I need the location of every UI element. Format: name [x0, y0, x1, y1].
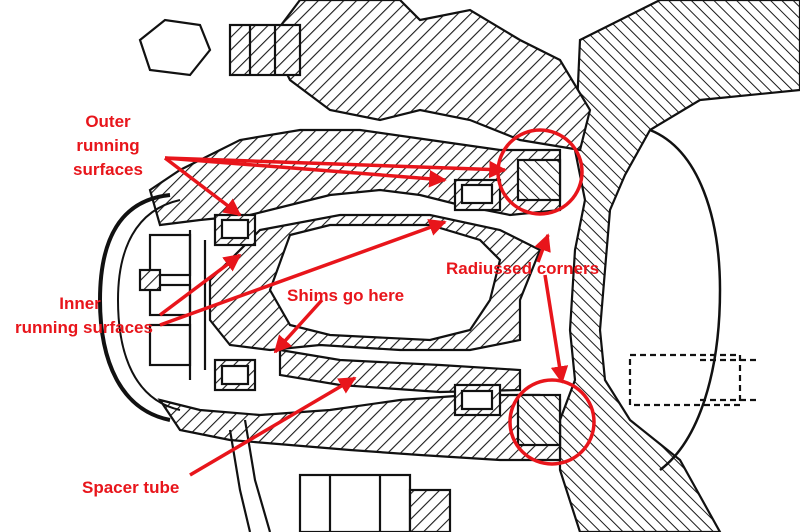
annotations [158, 128, 596, 477]
circle-lower-seal [508, 378, 596, 466]
mechanical-drawing [97, 0, 800, 532]
arrow-shims [273, 298, 324, 354]
label-shims: Shims go here [287, 286, 404, 305]
upright-casting [558, 0, 800, 532]
hub-nut [138, 230, 207, 380]
arrow-outer-2 [164, 156, 447, 188]
arrow-inner-1 [158, 253, 242, 317]
top-nut [138, 18, 302, 77]
label-outer-1: Outer [85, 112, 131, 131]
label-group: Outer running surfaces Inner running sur… [15, 112, 599, 497]
seal-upper [516, 158, 562, 202]
outer-bearing-upper [213, 213, 257, 247]
dust-cap [97, 193, 171, 422]
arrow-inner-2 [159, 219, 447, 327]
label-inner-2: running surfaces [15, 318, 153, 337]
bottom-nut [298, 473, 452, 532]
arrow-radius-1 [534, 233, 551, 263]
label-radiussed: Radiussed corners [446, 259, 599, 278]
arrow-outer-3 [164, 156, 507, 179]
arrow-radius-2 [543, 274, 569, 384]
inner-bearing-lower [453, 383, 502, 417]
label-spacer: Spacer tube [82, 478, 179, 497]
label-outer-3: surfaces [73, 160, 143, 179]
seal-lower [516, 393, 562, 447]
inner-bearing-upper [453, 178, 502, 212]
label-inner-1: Inner [59, 294, 101, 313]
arrow-outer-1 [163, 156, 242, 217]
circle-upper-seal [496, 128, 584, 216]
brake-disc [649, 128, 722, 471]
top-housing [268, 0, 592, 152]
outer-bearing-lower [213, 358, 257, 392]
label-outer-2: running [76, 136, 139, 155]
arrow-spacer [189, 376, 357, 477]
